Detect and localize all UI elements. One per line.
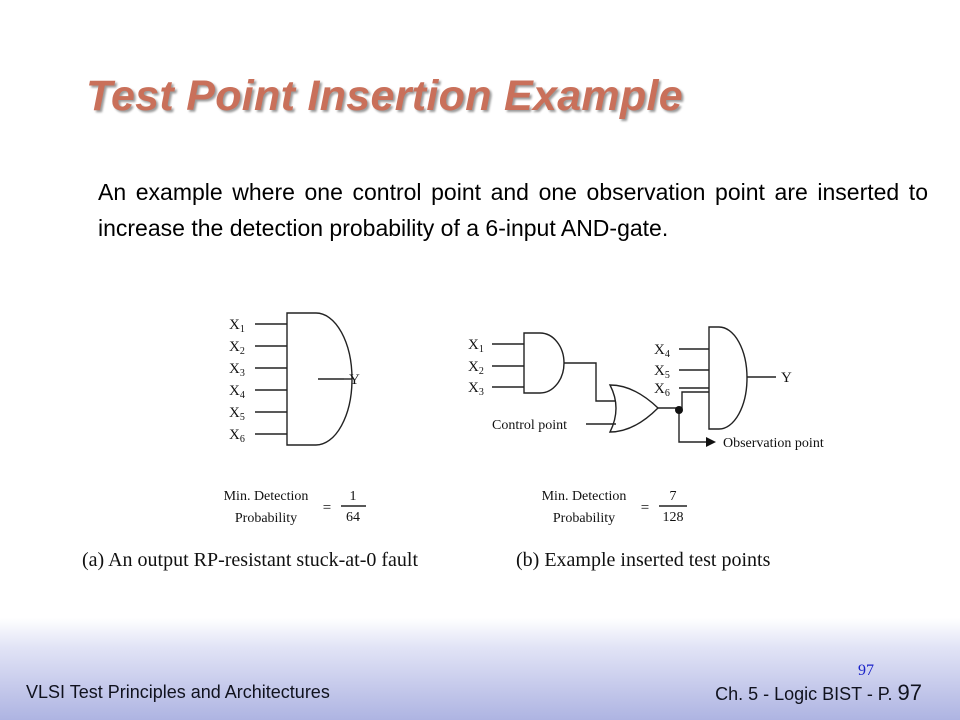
or-to-and2-wire [658,391,709,409]
inputs-b-right: X4 X5 X6 [654,342,670,399]
input-label-a-4: X4 [229,383,245,401]
slide-number-small: 97 [858,662,874,679]
and-gate-b1 [523,332,565,394]
footer-chapter-label: Ch. 5 - Logic BIST - P. [715,684,893,704]
equals-b: = [641,500,649,516]
denominator-a: 64 [346,510,360,525]
or-gate-b [608,384,660,433]
input-label-b-2: X2 [468,359,484,377]
fanout-dot [675,406,683,414]
and1-to-or-wire [564,362,616,402]
prob-label-a-line2: Probability [235,511,297,526]
and-gate-a [286,312,353,446]
output-label-b: Y [781,370,792,386]
inputs-a: X1 X2 X3 X4 X5 X6 [229,317,245,445]
input-label-b-6: X6 [654,381,670,399]
footer-band [0,618,960,720]
observation-point-label: Observation point [723,436,824,451]
caption-a: (a) An output RP-resistant stuck-at-0 fa… [82,549,418,571]
prob-label-b-line2: Probability [553,511,615,526]
test-point-diagram: X1 X2 X3 X4 X5 X6 Y X1 X2 X3 X4 X5 X6 Co… [82,312,824,571]
input-label-b-3: X3 [468,380,484,398]
output-label-a: Y [349,372,360,388]
input-label-b-4: X4 [654,342,670,360]
intro-text: An example where one control point and o… [98,179,928,241]
inputs-b-left: X1 X2 X3 [468,337,484,398]
numerator-b: 7 [670,489,677,504]
observation-arrow-head [706,437,716,447]
footer-course-title: VLSI Test Principles and Architectures [26,682,330,702]
denominator-b: 128 [663,510,684,525]
equals-a: = [323,500,331,516]
input-label-a-2: X2 [229,339,245,357]
prob-label-b-line1: Min. Detection [542,489,627,504]
caption-b: (b) Example inserted test points [516,549,771,571]
input-label-a-6: X6 [229,427,245,445]
input-label-a-5: X5 [229,405,245,423]
control-point-label: Control point [492,418,567,433]
footer-page-number: 97 [897,680,922,705]
footer-chapter-page: Ch. 5 - Logic BIST - P. 97 [715,680,922,706]
input-label-a-1: X1 [229,317,245,335]
slide-title: Test Point Insertion Example [86,72,683,120]
prob-label-a-line1: Min. Detection [224,489,309,504]
input-label-b-1: X1 [468,337,484,355]
and-gate-b2 [708,326,748,430]
numerator-a: 1 [350,489,357,504]
input-label-b-5: X5 [654,363,670,381]
observation-wire [678,410,706,443]
input-label-a-3: X3 [229,361,245,379]
